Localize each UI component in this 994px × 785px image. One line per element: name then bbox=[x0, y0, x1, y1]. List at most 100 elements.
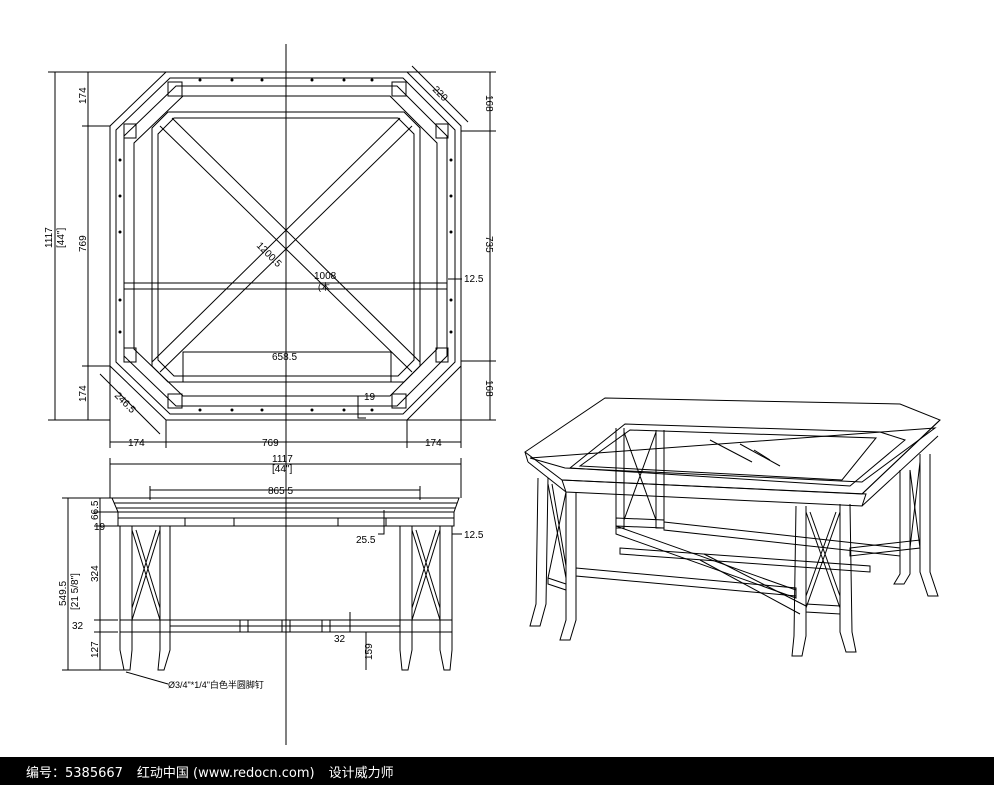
front-x-right-2 bbox=[411, 529, 441, 621]
iso-leg-front-right-2 bbox=[839, 503, 857, 653]
front-dim-overall-in: [44"] bbox=[272, 464, 292, 475]
front-dim-rail: 32 bbox=[72, 621, 84, 632]
iso-cross-line-2 bbox=[703, 553, 807, 607]
front-dimension-labels: 1117 [44"] 865.5 66.5 19 549.5 [21 5/8"]… bbox=[58, 454, 484, 690]
plan-leg-rt bbox=[435, 123, 449, 139]
plan-view bbox=[48, 44, 496, 745]
front-x-left-2 bbox=[131, 529, 161, 621]
iso-x-front-2 bbox=[805, 511, 841, 609]
iso-cross-stretcher-1 bbox=[615, 525, 797, 599]
front-dim-overall: 1117 bbox=[272, 454, 293, 465]
front-block-1 bbox=[239, 619, 249, 633]
plan-dim-bottom-c: 174 bbox=[425, 438, 442, 449]
front-block-2 bbox=[281, 619, 291, 633]
front-note-leader bbox=[125, 671, 169, 685]
plan-dim-center-note: (木 bbox=[318, 281, 330, 292]
iso-x-left-3 bbox=[551, 483, 567, 567]
footer-author: 设计威力师 bbox=[328, 765, 394, 781]
iso-x-left-2 bbox=[547, 491, 567, 579]
iso-top-edge-line bbox=[529, 427, 937, 483]
iso-x-right-2 bbox=[909, 461, 921, 549]
plan-inner-bar bbox=[182, 351, 392, 383]
iso-glass-reflection-1 bbox=[709, 439, 753, 463]
plan-leg-br bbox=[391, 393, 407, 409]
dim-corner-top-line bbox=[411, 65, 469, 123]
iso-top-left-bevel bbox=[527, 461, 567, 493]
plan-dim-bottom-left: 174 bbox=[78, 385, 89, 402]
iso-stretcher-right bbox=[849, 539, 921, 557]
dim-corner-bottom-line bbox=[99, 373, 161, 435]
plan-dim-right-gap: 12.5 bbox=[464, 274, 484, 285]
iso-top-left-corner bbox=[524, 451, 529, 463]
iso-leg-back-left bbox=[615, 428, 625, 529]
iso-glass-inner bbox=[578, 429, 878, 481]
iso-stretcher-front-a bbox=[575, 567, 797, 597]
iso-x-back-2 bbox=[623, 431, 657, 521]
plan-dim-mid-left: 769 bbox=[78, 235, 89, 252]
front-dim-top-inner: 865.5 bbox=[268, 486, 293, 497]
front-x-right-3 bbox=[415, 529, 441, 609]
plan-dim-top-right: 168 bbox=[483, 95, 494, 112]
plan-dim-corner-bottom: 246.5 bbox=[112, 390, 138, 416]
iso-cross-line-1 bbox=[699, 559, 801, 615]
cad-drawing: 1117 [44"] 174 769 174 168 735 168 174 7… bbox=[44, 44, 941, 745]
iso-stretcher-left bbox=[547, 577, 567, 591]
plan-leg-tr bbox=[391, 81, 407, 97]
front-dim-foot: 159 bbox=[364, 643, 375, 660]
plan-glass-frame bbox=[151, 111, 421, 383]
iso-stretcher-front-b bbox=[805, 603, 841, 615]
footer-bar: 编号：5385667 红动中国 (www.redocn.com) 设计威力师 bbox=[0, 757, 994, 785]
plan-dim-center: 1008 bbox=[314, 271, 337, 282]
plan-dim-mid-right: 735 bbox=[483, 236, 494, 253]
front-leg-2 bbox=[157, 526, 171, 671]
plan-leg-lt bbox=[123, 123, 137, 139]
iso-stretcher-back bbox=[615, 517, 665, 529]
front-x-left-3 bbox=[135, 529, 161, 609]
footer-site-link[interactable]: 红动中国 (www.redocn.com) bbox=[136, 765, 315, 781]
iso-leg-back-left-2 bbox=[655, 430, 665, 529]
plan-fastener-dots bbox=[118, 78, 453, 412]
iso-leg-back-right-2 bbox=[919, 454, 939, 597]
front-leg-4 bbox=[439, 526, 453, 671]
iso-x-front-3 bbox=[809, 511, 841, 597]
iso-leg-front-left-2 bbox=[559, 492, 577, 641]
front-dim-apron: 19 bbox=[94, 522, 106, 533]
iso-leg-back-right bbox=[893, 470, 911, 585]
front-leg-1 bbox=[119, 526, 133, 671]
plan-leg-rb bbox=[435, 347, 449, 363]
front-note-foot: Ø3/4"*1/4"白色半圆脚钉 bbox=[168, 679, 264, 690]
plan-dim-bottom-b: 769 bbox=[262, 438, 279, 449]
iso-x-left-1 bbox=[547, 483, 567, 579]
iso-top-right-edge bbox=[861, 419, 941, 495]
plan-dim-overall-left-in: [44"] bbox=[56, 228, 67, 248]
plan-leg-tl bbox=[167, 81, 183, 97]
front-dim-lower: 127 bbox=[90, 641, 101, 658]
plan-diagonal-b1 bbox=[159, 125, 413, 373]
front-dim-height: 549.5 bbox=[58, 581, 69, 606]
iso-leg-front-right bbox=[791, 505, 807, 657]
plan-dim-small: 19 bbox=[364, 392, 376, 403]
iso-glass-reflection-2 bbox=[739, 443, 781, 467]
front-view bbox=[62, 458, 462, 685]
front-block-3 bbox=[321, 619, 331, 633]
front-dim-right: 12.5 bbox=[464, 530, 484, 541]
iso-cross-stretcher-3 bbox=[619, 547, 871, 573]
front-dim-inset: 25.5 bbox=[356, 535, 376, 546]
front-dim-top-thick: 66.5 bbox=[90, 500, 101, 520]
plan-leg-lb bbox=[123, 347, 137, 363]
front-dim-rail2: 32 bbox=[334, 634, 346, 645]
plan-diagonal-a2 bbox=[171, 117, 421, 363]
front-x-right-4 bbox=[411, 529, 437, 609]
front-dim-height-in: [21 5/8"] bbox=[70, 573, 81, 610]
plan-leg-bl bbox=[167, 393, 183, 409]
plan-dim-bottom-right: 168 bbox=[483, 380, 494, 397]
plan-dim-bottom-a: 174 bbox=[128, 438, 145, 449]
plan-glass-inner bbox=[157, 117, 415, 377]
iso-x-front-4 bbox=[805, 511, 837, 597]
plan-dim-inner-bar: 658.5 bbox=[272, 352, 297, 363]
plan-diagonal-b2 bbox=[151, 117, 401, 363]
plan-octagon-4 bbox=[133, 95, 438, 397]
dim-small-leader bbox=[357, 396, 366, 419]
front-dim-inset-leader bbox=[378, 510, 385, 535]
